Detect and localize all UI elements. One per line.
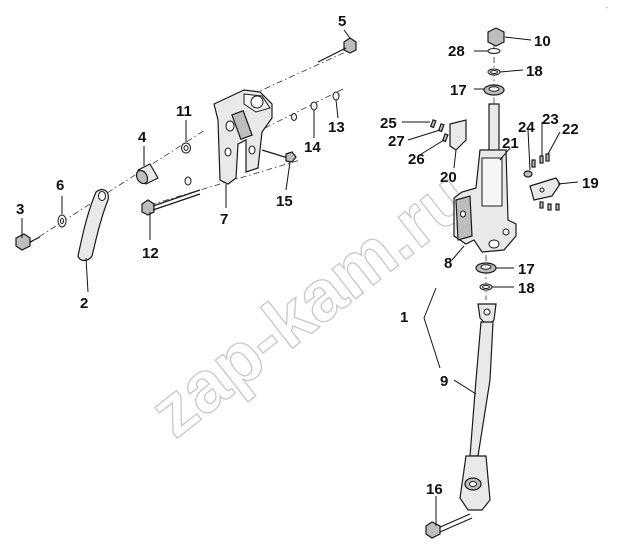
callout-25: 25 bbox=[380, 115, 397, 132]
callout-2: 2 bbox=[80, 295, 88, 312]
corner-mark: - bbox=[606, 5, 609, 12]
bolt-part-15 bbox=[261, 149, 297, 163]
callout-10: 10 bbox=[534, 33, 551, 50]
callout-24: 24 bbox=[518, 119, 535, 136]
bracket-part-7 bbox=[213, 89, 273, 185]
callout-15: 15 bbox=[276, 193, 293, 210]
callout-17-lower: 17 bbox=[518, 261, 535, 278]
callout-8: 8 bbox=[444, 255, 452, 272]
bolt-part-3 bbox=[15, 233, 41, 251]
callout-6: 6 bbox=[56, 177, 64, 194]
callout-13: 13 bbox=[328, 119, 345, 136]
watermark: zap-kam.ru bbox=[136, 156, 485, 453]
callout-27: 27 bbox=[388, 133, 405, 150]
washer-part-28 bbox=[487, 48, 501, 54]
callout-22: 22 bbox=[562, 121, 579, 138]
callout-labels: 1 2 3 4 5 6 7 8 9 10 11 12 13 14 15 16 1… bbox=[16, 13, 599, 498]
callout-20: 20 bbox=[440, 169, 457, 186]
callout-16: 16 bbox=[426, 481, 443, 498]
lever-part-2 bbox=[77, 188, 109, 262]
nut-part-10 bbox=[487, 27, 505, 47]
callout-3: 3 bbox=[16, 201, 24, 218]
bolt-part-12 bbox=[141, 176, 201, 216]
callout-18-upper: 18 bbox=[526, 63, 543, 80]
callout-28: 28 bbox=[448, 43, 465, 60]
right-assembly bbox=[425, 27, 561, 539]
nut-part-13 bbox=[332, 91, 340, 101]
left-assembly bbox=[15, 37, 357, 262]
shaft-part-9 bbox=[459, 303, 497, 511]
callout-12: 12 bbox=[142, 245, 159, 262]
ring-part-18-lower bbox=[479, 283, 493, 291]
bolt-part-16 bbox=[425, 513, 473, 539]
callout-19: 19 bbox=[582, 175, 599, 192]
fasteners-part-20-25-26-27 bbox=[429, 119, 467, 151]
callout-17-upper: 17 bbox=[450, 82, 467, 99]
callout-21: 21 bbox=[502, 135, 519, 152]
bushing-part-4 bbox=[135, 163, 159, 185]
callout-1: 1 bbox=[400, 309, 408, 326]
bearing-part-17-upper bbox=[483, 84, 505, 96]
bracket-part-19 bbox=[529, 177, 561, 211]
ring-part-18-upper bbox=[487, 68, 501, 76]
fasteners-part-21-24 bbox=[523, 153, 550, 178]
callout-4: 4 bbox=[138, 129, 147, 146]
callout-9: 9 bbox=[440, 373, 448, 390]
washer-part-6 bbox=[57, 214, 67, 228]
leader-lines bbox=[21, 29, 579, 526]
nut-part-11 bbox=[181, 142, 191, 154]
callout-18-lower: 18 bbox=[518, 280, 535, 297]
callout-5: 5 bbox=[338, 13, 346, 30]
callout-7: 7 bbox=[220, 211, 228, 228]
callout-11: 11 bbox=[176, 103, 192, 120]
bolt-part-5 bbox=[317, 37, 357, 63]
column-housing-part-8 bbox=[453, 103, 517, 253]
callout-14: 14 bbox=[304, 139, 321, 156]
bearing-part-17-lower bbox=[475, 262, 497, 274]
callout-23: 23 bbox=[542, 111, 559, 128]
washer-part-14 bbox=[291, 101, 318, 121]
callout-26: 26 bbox=[408, 151, 425, 168]
